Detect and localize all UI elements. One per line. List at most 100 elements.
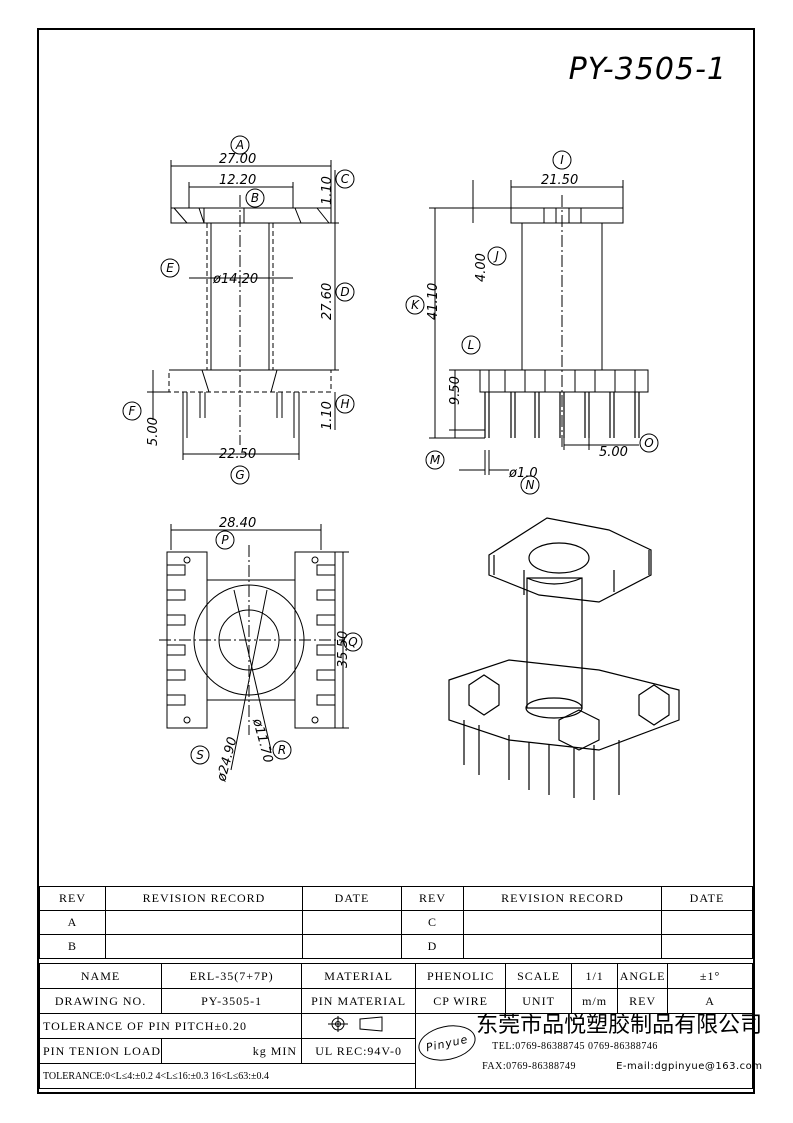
callout-letter-g: G	[235, 468, 244, 482]
callout-letter-d: D	[340, 285, 349, 299]
callout-circle-n	[520, 475, 540, 495]
drawing-sheet: PY-3505-1	[37, 28, 762, 1094]
callout-letter-q: Q	[348, 635, 357, 649]
front-view	[147, 160, 339, 460]
title-block: REV REVISION RECORD DATE REV REVISION RE…	[38, 886, 762, 1092]
drawing-no-value: PY-3505-1	[161, 988, 303, 1014]
dim-c: 1.10	[320, 176, 335, 205]
ul-rating: UL REC:94V-0	[301, 1038, 417, 1064]
callout-circle-l	[461, 335, 481, 355]
callout-letter-e: E	[166, 261, 174, 275]
rev-header: REV	[39, 886, 106, 911]
callout-circle-d	[335, 282, 355, 302]
callout-letter-b: B	[251, 191, 259, 205]
pin-material-value: CP WIRE	[415, 988, 507, 1014]
callout-letter-k: K	[411, 298, 420, 312]
callout-letter-h: H	[340, 397, 349, 411]
callout-circle-h	[335, 394, 355, 414]
material-label: MATERIAL	[301, 963, 417, 989]
callout-circle-o	[639, 433, 659, 453]
dim-g: 22.50	[219, 447, 256, 462]
date-header-right: DATE	[661, 886, 753, 911]
callout-circle-g	[230, 465, 250, 485]
pin-tension-value: kg MIN	[161, 1038, 303, 1064]
callout-circle-c	[335, 169, 355, 189]
callout-letter-n: N	[526, 478, 535, 492]
dim-q: 35.50	[336, 631, 351, 668]
angle-value: ±1°	[667, 963, 753, 989]
angle-label: ANGLE	[617, 963, 669, 989]
dim-b: 12.20	[219, 173, 256, 188]
callout-circle-j	[487, 246, 507, 266]
rev-value: A	[667, 988, 753, 1014]
side-view	[429, 180, 649, 475]
dim-d: 27.60	[320, 283, 335, 320]
dim-f: 5.00	[146, 417, 161, 446]
callout-letter-a: A	[235, 138, 244, 152]
callout-letter-s: S	[196, 748, 204, 762]
drawing-title: PY-3505-1	[568, 52, 727, 87]
callout-letter-i: I	[560, 153, 564, 167]
callout-circle-f	[122, 401, 142, 421]
callout-circle-r	[272, 740, 292, 760]
callout-circle-a	[230, 135, 250, 155]
rev-cell: A	[39, 910, 106, 935]
dim-j: 4.00	[474, 253, 489, 282]
callout-letter-f: F	[129, 404, 137, 418]
table-row: B D	[39, 934, 753, 959]
dim-top: 28.40	[219, 516, 256, 531]
callout-letter-j: J	[493, 249, 499, 263]
rev-cell: C	[401, 910, 464, 935]
company-fax: FAX:0769-86388749	[482, 1061, 576, 1072]
isometric-view	[448, 517, 680, 800]
callout-circle-s	[190, 745, 210, 765]
callout-letter-p: P	[221, 533, 229, 547]
dim-s: ø24.90	[214, 736, 240, 784]
callout-circle-p	[215, 530, 235, 550]
pinyue-logo: Pinyue	[415, 1020, 480, 1066]
date-header: DATE	[302, 886, 402, 911]
rev-label: REV	[617, 988, 669, 1014]
bottom-view	[159, 524, 349, 771]
dim-l: 9.50	[448, 376, 463, 405]
tolerance-symbols	[301, 1013, 417, 1039]
company-email: E-mail:dgpinyue@163.com	[616, 1061, 763, 1072]
projection-symbol-icon	[327, 1016, 383, 1032]
name-value: ERL-35(7+7P)	[161, 963, 303, 989]
rev-cell: D	[401, 934, 464, 959]
revision-table: REV REVISION RECORD DATE REV REVISION RE…	[39, 886, 753, 959]
pin-tension-label: PIN TENION LOAD	[38, 1038, 163, 1064]
callout-circle-i	[552, 150, 572, 170]
name-label: NAME	[38, 963, 163, 989]
rev-cell: B	[39, 934, 106, 959]
table-row: A C	[39, 910, 753, 935]
company-name: 东莞市品悦塑胶制品有限公司	[476, 1013, 763, 1038]
callout-circle-e	[160, 258, 180, 278]
callout-letter-m: M	[430, 453, 441, 467]
revision-record-header-right: REVISION RECORD	[463, 886, 662, 911]
callout-circle-k	[405, 295, 425, 315]
dim-o: 5.00	[599, 445, 628, 460]
company-tel: TEL:0769-86388745 0769-86388746	[492, 1041, 658, 1052]
callout-letter-l: L	[468, 338, 475, 352]
company-block: Pinyue 东莞市品悦塑胶制品有限公司 TEL:0769-86388745 0…	[415, 1013, 762, 1089]
dim-e: ø14.20	[212, 272, 258, 287]
callout-letter-r: R	[278, 743, 286, 757]
callout-circle-m	[425, 450, 445, 470]
callout-circle-q	[343, 632, 363, 652]
callout-letter-c: C	[341, 172, 350, 186]
drawing-no-label: DRAWING NO.	[38, 988, 163, 1014]
scale-label: SCALE	[505, 963, 573, 989]
scale-value: 1/1	[571, 963, 619, 989]
dim-r: ø11.70	[249, 716, 275, 764]
pin-material-label: PIN MATERIAL	[301, 988, 417, 1014]
pin-pitch-tolerance: TOLERANCE OF PIN PITCH±0.20	[38, 1013, 303, 1039]
revision-record-header: REVISION RECORD	[105, 886, 303, 911]
dim-i: 21.50	[541, 173, 578, 188]
dim-a: 27.00	[219, 152, 256, 167]
callout-letter-o: O	[644, 436, 653, 450]
rev-header-right: REV	[401, 886, 464, 911]
dim-n: ø1.0	[508, 466, 538, 481]
technical-drawing: 27.00 12.20 1.10 27.60 ø14.20 5.00 22.50…	[122, 135, 680, 800]
dim-h: 1.10	[320, 401, 335, 430]
